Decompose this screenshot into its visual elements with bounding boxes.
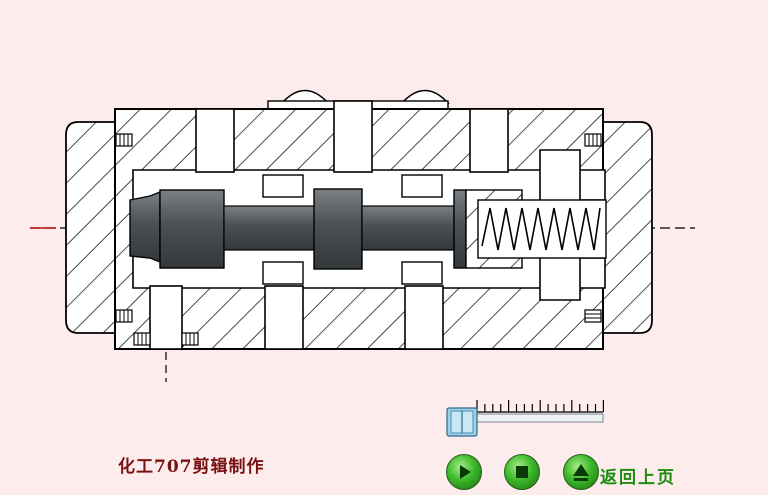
stop-icon xyxy=(516,466,528,478)
spool-end-plate xyxy=(453,189,467,269)
bore-land-1 xyxy=(262,174,304,198)
seal-bottom-left xyxy=(115,309,133,323)
seal-bottom-right xyxy=(584,309,602,323)
slider-thumb[interactable] xyxy=(446,407,478,437)
seal-bottom-left-2 xyxy=(133,332,151,346)
progress-slider[interactable] xyxy=(445,396,607,438)
bore-land-4 xyxy=(401,261,443,285)
port-channel-6 xyxy=(149,285,183,350)
spool-left-tip xyxy=(129,190,161,264)
bore-land-3 xyxy=(262,261,304,285)
port-channel-3 xyxy=(469,108,509,173)
spool-land-mid xyxy=(313,188,363,270)
port-channel-2 xyxy=(333,100,373,173)
credit-text: 化工707剪辑制作 xyxy=(118,457,265,477)
seal-bottom-left-3 xyxy=(181,332,199,346)
port-channel-5 xyxy=(404,285,444,350)
seal-top-left xyxy=(115,133,133,147)
back-link[interactable]: 返回上页 xyxy=(600,468,676,488)
spool-land-left xyxy=(159,189,225,269)
port-channel-1 xyxy=(195,108,235,173)
eject-button[interactable] xyxy=(563,454,599,490)
play-icon xyxy=(460,465,471,479)
spool-stem-left xyxy=(223,205,317,251)
play-button[interactable] xyxy=(446,454,482,490)
bore-land-2 xyxy=(401,174,443,198)
seal-top-right xyxy=(584,133,602,147)
eject-icon xyxy=(573,464,589,476)
spool-stem-right xyxy=(361,205,455,251)
port-channel-4 xyxy=(264,285,304,350)
return-spring xyxy=(481,207,601,251)
spool xyxy=(129,188,467,270)
stop-button[interactable] xyxy=(504,454,540,490)
